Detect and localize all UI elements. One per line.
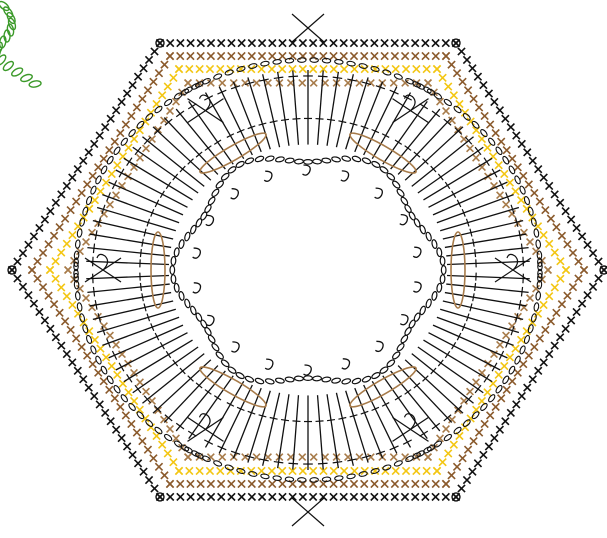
crochet-hexagon-diagram [0, 0, 607, 538]
